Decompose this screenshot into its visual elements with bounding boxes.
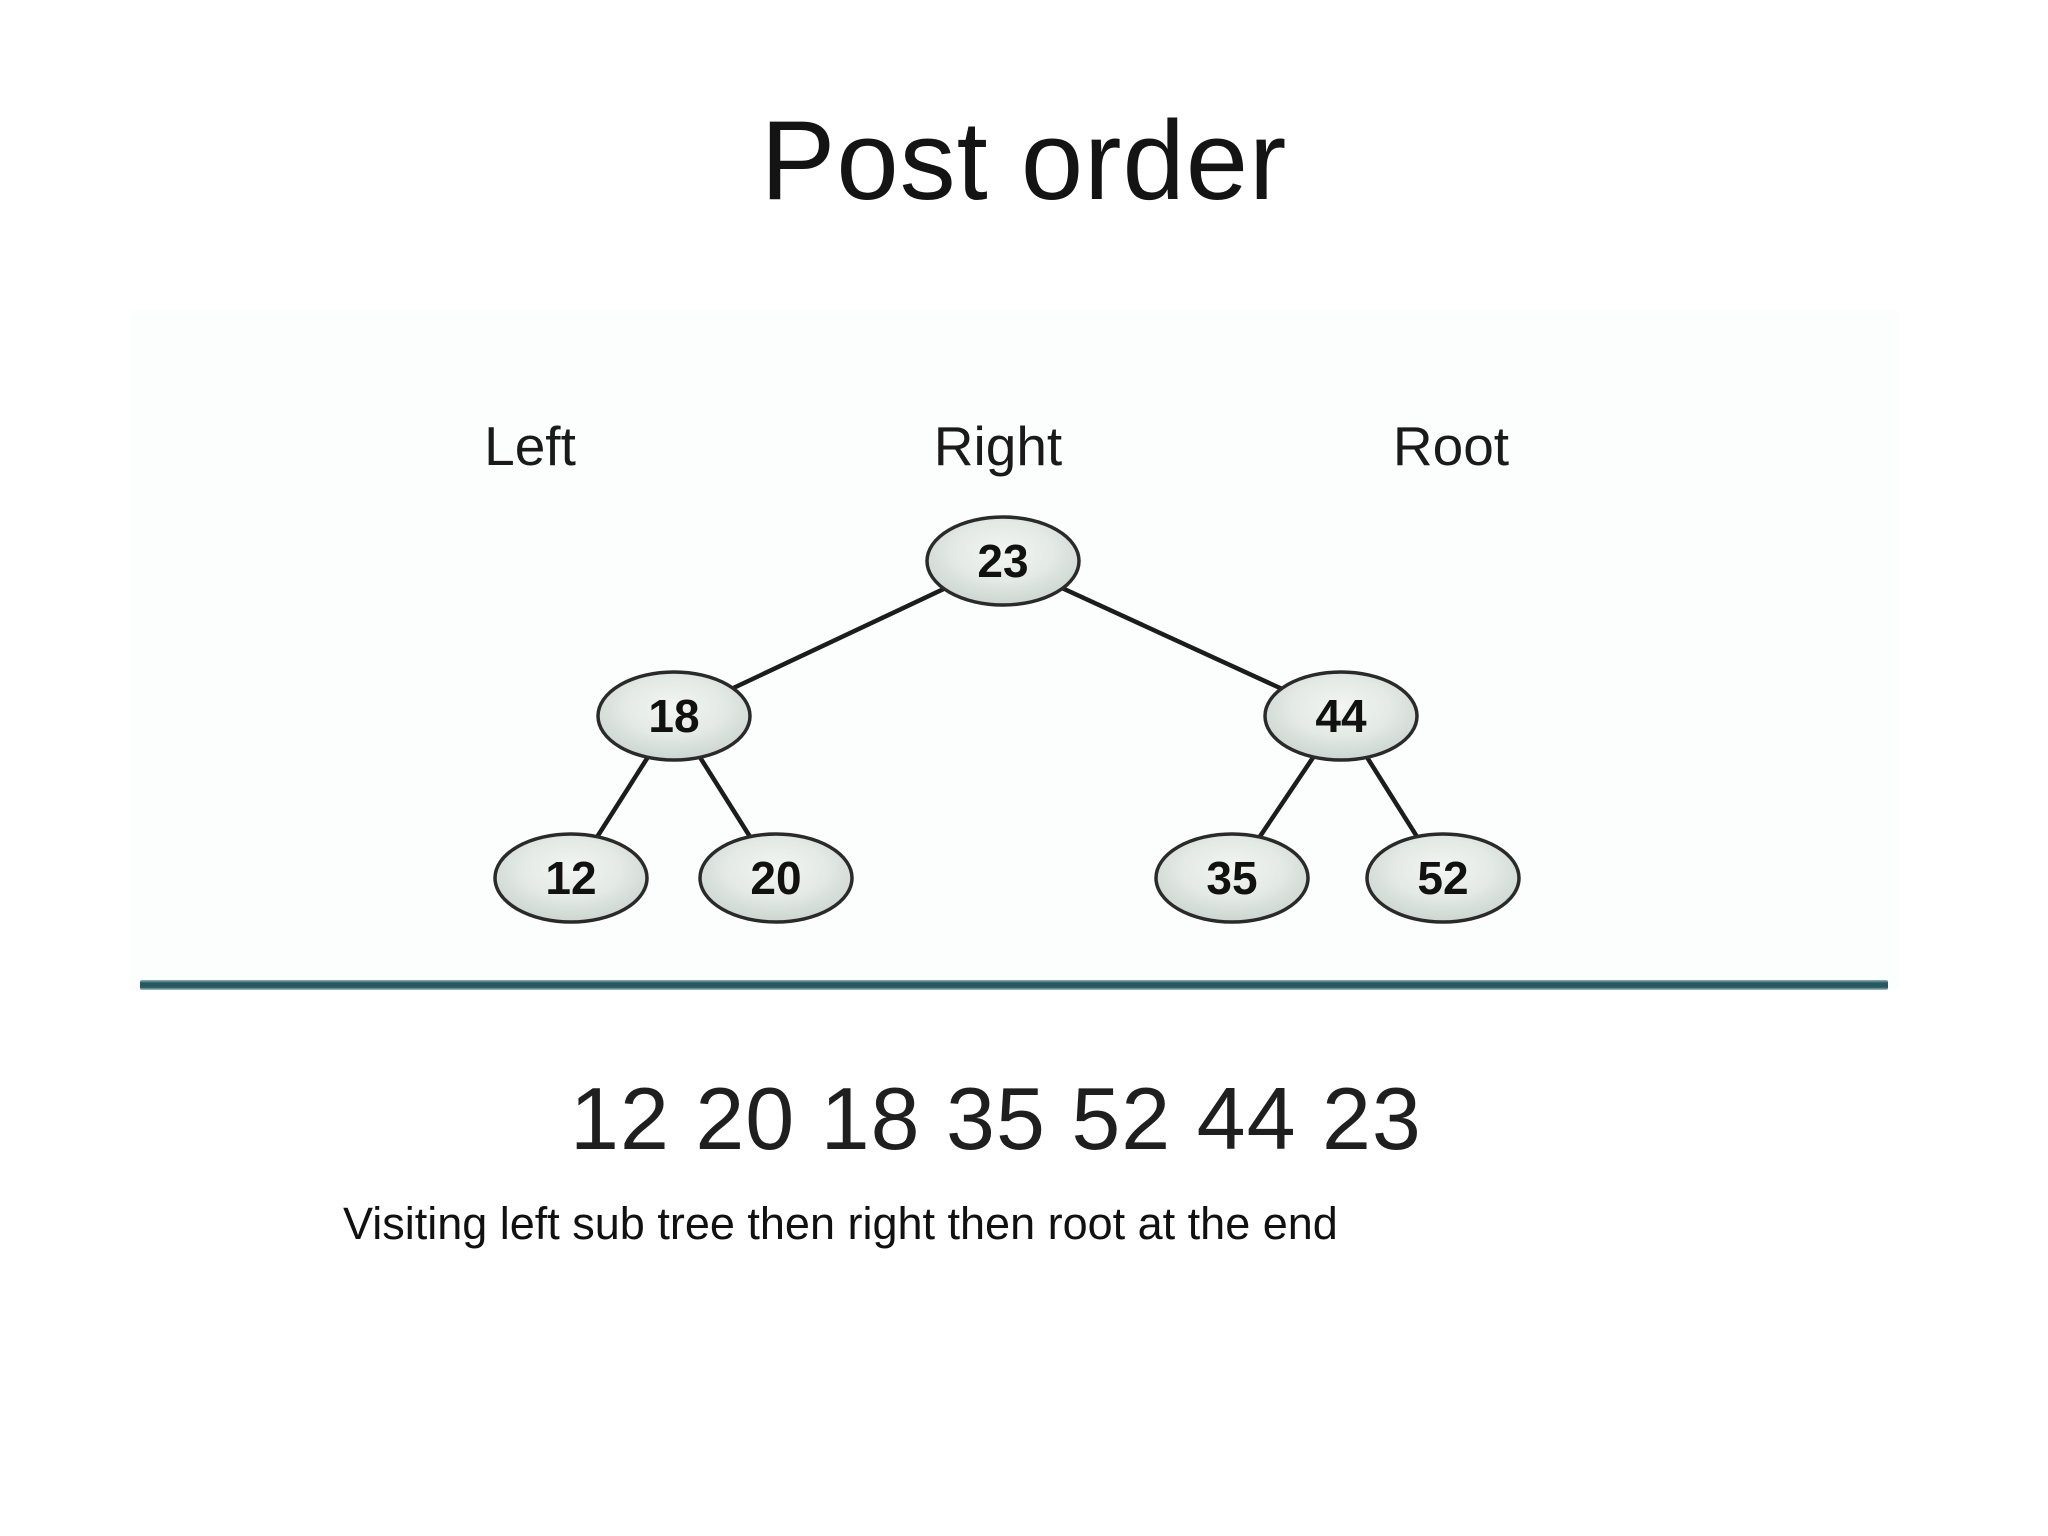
label-right-subtree: Right (933, 415, 1063, 477)
tree-node-52: 52 (1365, 832, 1521, 924)
tree-node-44: 44 (1263, 670, 1419, 762)
tree-node-18: 18 (596, 670, 752, 762)
tree-node-12: 12 (493, 832, 649, 924)
tree-node-label-23: 23 (977, 535, 1028, 587)
tree-node-ellipse-20 (698, 832, 854, 924)
label-root: Root (1392, 415, 1510, 477)
traversal-result-sequence: 12 20 18 35 52 44 23 (570, 1069, 1422, 1168)
tree-node-ellipse-35 (1154, 832, 1310, 924)
tree-node-label-44: 44 (1315, 690, 1367, 742)
divider-line (140, 980, 1888, 990)
diagram-background (130, 310, 1900, 990)
caption-text: Visiting left sub tree then right then r… (343, 1198, 1338, 1249)
slide-title: Post order (760, 98, 1288, 223)
tree-node-ellipse-12 (493, 832, 649, 924)
tree-node-ellipse-18 (596, 670, 752, 762)
tree-node-ellipse-52 (1365, 832, 1521, 924)
tree-node-label-18: 18 (648, 690, 699, 742)
label-left-subtree: Left (484, 415, 576, 477)
tree-node-label-52: 52 (1417, 852, 1468, 904)
tree-node-label-35: 35 (1206, 852, 1257, 904)
tree-node-ellipse-44 (1263, 670, 1419, 762)
tree-node-20: 20 (698, 832, 854, 924)
tree-node-label-12: 12 (545, 852, 596, 904)
tree-node-ellipse-23 (925, 515, 1081, 607)
tree-node-35: 35 (1154, 832, 1310, 924)
tree-node-label-20: 20 (750, 852, 801, 904)
tree-node-23: 23 (925, 515, 1081, 607)
